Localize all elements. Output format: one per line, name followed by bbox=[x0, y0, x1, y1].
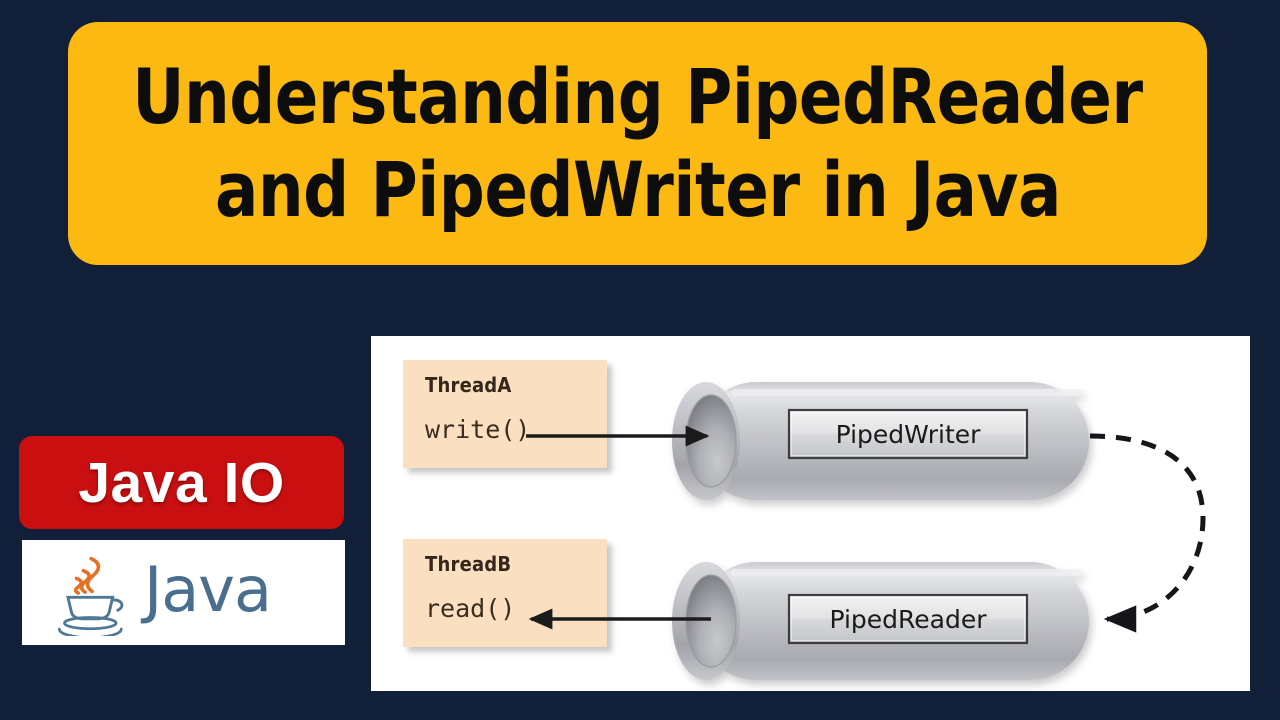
java-logo-box: Java bbox=[22, 540, 345, 645]
java-coffee-cup-icon bbox=[57, 556, 124, 636]
java-wordmark: Java bbox=[144, 553, 272, 626]
java-io-badge-label: Java IO bbox=[78, 450, 285, 515]
page-title-banner: Understanding PipedReader and PipedWrite… bbox=[68, 22, 1207, 265]
page-title-line-1: Understanding PipedReader bbox=[132, 51, 1143, 141]
page-title-line-2: and PipedWriter in Java bbox=[214, 144, 1061, 234]
piped-writer-label-plate bbox=[787, 408, 1029, 460]
pipe-connector-dashed-arrow bbox=[1089, 433, 1206, 633]
piped-reader-writer-diagram bbox=[403, 360, 1206, 680]
diagram-panel: ThreadA write() ThreadB read() PipedWrit… bbox=[371, 336, 1250, 691]
thread-b-box bbox=[403, 539, 607, 647]
java-io-badge: Java IO bbox=[19, 436, 344, 529]
thread-a-box bbox=[403, 360, 607, 468]
piped-reader-label-plate bbox=[787, 593, 1029, 645]
